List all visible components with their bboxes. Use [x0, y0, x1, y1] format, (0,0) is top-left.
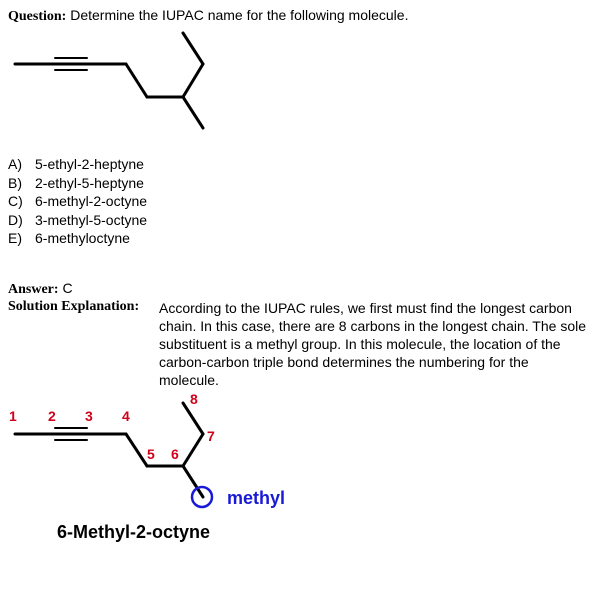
bond-c7-c8: [181, 31, 205, 66]
question-line: Question: Determine the IUPAC name for t…: [8, 7, 408, 25]
choice-c: C) 6-methyl-2-octyne: [8, 192, 147, 211]
carbon-number-6: 6: [171, 446, 179, 462]
carbon-number-2: 2: [48, 408, 56, 424]
carbon-number-7: 7: [207, 428, 215, 444]
choice-b-letter: B): [8, 174, 22, 191]
carbon-number-1: 1: [9, 408, 17, 424]
choice-e-letter: E): [8, 230, 22, 246]
answer-line: Answer: C: [8, 280, 73, 298]
methyl-label: methyl: [227, 488, 285, 508]
question-label: Question:: [8, 9, 67, 24]
carbon-number-4: 4: [122, 408, 130, 424]
answer-choices: A)5-ethyl-2-heptyne B)2-ethyl-5-heptyne …: [8, 155, 147, 248]
bond-c4-c5: [124, 62, 149, 99]
choice-c-letter: C): [8, 193, 23, 209]
choice-d: D) 3-methyl-5-octyne: [8, 211, 147, 230]
choice-d-letter: D): [8, 211, 23, 228]
bond-c6-methyl: [181, 95, 205, 130]
methyl-highlight-circle: [190, 485, 214, 509]
bond-c4-c5: [124, 432, 149, 468]
choice-d-text: 3-methyl-5-octyne: [35, 211, 148, 228]
choice-b-text: 2-ethyl-5-heptyne: [35, 174, 144, 191]
bond-c6-methyl: [181, 464, 205, 499]
choice-e-text: 6-methyloctyne: [35, 230, 130, 246]
solution-text: According to the IUPAC rules, we first m…: [159, 300, 586, 388]
bond-c7-c8: [181, 401, 205, 436]
product-name: 6-Methyl-2-octyne: [57, 522, 211, 542]
bond-c6-c7: [181, 62, 205, 99]
choice-c-text: 6-methyl-2-octyne: [35, 193, 148, 209]
choice-b: B) 2-ethyl-5-heptyne: [8, 174, 147, 193]
carbon-number-8: 8: [190, 391, 198, 407]
choice-a-letter: A): [8, 156, 22, 172]
solution-label: Solution Explanation:: [8, 299, 140, 314]
carbon-number-5: 5: [147, 446, 155, 462]
choice-a-text: 5-ethyl-2-heptyne: [35, 156, 144, 172]
bond-c6-c7: [181, 432, 205, 468]
question-text: Determine the IUPAC name for the followi…: [70, 7, 409, 23]
choice-a: A) 5-ethyl-2-heptyne: [8, 155, 147, 174]
carbon-number-3: 3: [85, 408, 93, 424]
answer-value: C: [62, 280, 73, 296]
choice-e: E) 6-methyloctyne: [8, 229, 147, 248]
answer-label: Answer:: [8, 282, 59, 297]
